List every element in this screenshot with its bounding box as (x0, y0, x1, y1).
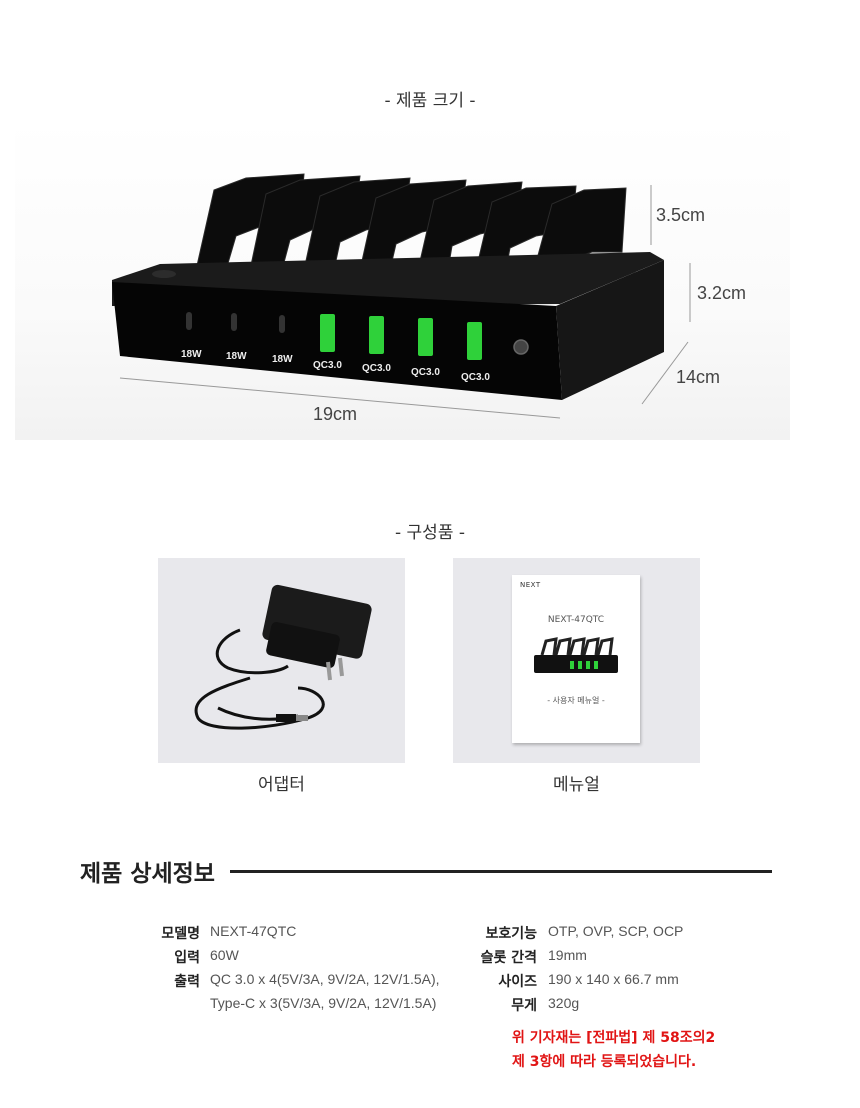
port-label-7: QC3.0 (461, 372, 490, 383)
depth-line (641, 341, 689, 405)
body-height-label: 3.2cm (697, 283, 747, 303)
qc-port-3 (418, 318, 433, 356)
spec-value-size: 190 x 140 x 66.7 mm (548, 971, 679, 987)
spec-label-weight: 무게 (511, 998, 537, 1014)
adapter-caption: 어댑터 (258, 775, 305, 795)
registration-notice-line2: 제 3항에 따라 등록되었습니다. (512, 1054, 697, 1070)
registration-notice-line1: 위 기자재는 [전파법] 제 58조의2 (512, 1030, 716, 1046)
charging-station-illustration: 18W 18W 18W QC3.0 QC3.0 QC3.0 QC3.0 (112, 173, 691, 419)
width-line (119, 377, 561, 419)
spec-label-protection: 보호기능 (485, 926, 537, 942)
spec-value-output-line1: QC 3.0 x 4(5V/3A, 9V/2A, 12V/1.5A), (210, 971, 440, 987)
spec-label-model: 모델명 (161, 926, 200, 942)
manual-booklet: NEXT NEXT-47QTC - 사용자 메뉴얼 - (512, 575, 640, 743)
port-label-6: QC3.0 (411, 367, 440, 378)
depth-label: 14cm (676, 367, 721, 387)
adapter-illustration (194, 584, 372, 730)
qc-port-1 (320, 314, 335, 352)
manual-model: NEXT-47QTC (547, 615, 605, 625)
spec-label-slot-gap: 슬롯 간격 (480, 950, 537, 966)
spec-label-input: 입력 (174, 950, 200, 966)
usb-c-port-1 (186, 312, 192, 330)
manual-photo: NEXT NEXT-47QTC - 사용자 메뉴얼 - (453, 558, 700, 763)
components-section-title: - 구성품 - (395, 523, 465, 543)
adapter-photo (158, 558, 405, 763)
width-label: 19cm (313, 404, 358, 424)
manual-subtitle: - 사용자 메뉴얼 - (547, 696, 605, 705)
usb-c-port-2 (231, 313, 237, 331)
spec-label-size: 사이즈 (498, 974, 537, 990)
qc-port-2 (369, 316, 384, 354)
port-label-4: QC3.0 (313, 360, 342, 371)
manual-caption: 메뉴얼 (553, 775, 600, 795)
port-label-1: 18W (181, 349, 202, 360)
spec-value-output-line2: Type-C x 3(5V/3A, 9V/2A, 12V/1.5A) (210, 995, 437, 1011)
usb-c-port-3 (279, 315, 285, 333)
spec-value-input: 60W (210, 947, 239, 963)
power-jack (513, 339, 529, 355)
slot-height-label: 3.5cm (656, 205, 706, 225)
port-label-2: 18W (226, 351, 247, 362)
detail-section-title: 제품 상세정보 (80, 861, 215, 887)
spec-value-slot-gap: 19mm (548, 947, 587, 963)
qc-port-4 (467, 322, 482, 360)
spec-label-output: 출력 (174, 974, 200, 990)
manual-brand-logo: NEXT (520, 581, 541, 589)
size-section-title: - 제품 크기 - (384, 91, 476, 111)
port-label-5: QC3.0 (362, 363, 391, 374)
spec-value-weight: 320g (548, 995, 580, 1011)
detail-divider (230, 870, 772, 873)
manual-device-image (534, 637, 618, 673)
spec-value-model: NEXT-47QTC (210, 923, 297, 939)
port-label-3: 18W (272, 354, 293, 365)
spec-value-protection: OTP, OVP, SCP, OCP (548, 923, 684, 939)
